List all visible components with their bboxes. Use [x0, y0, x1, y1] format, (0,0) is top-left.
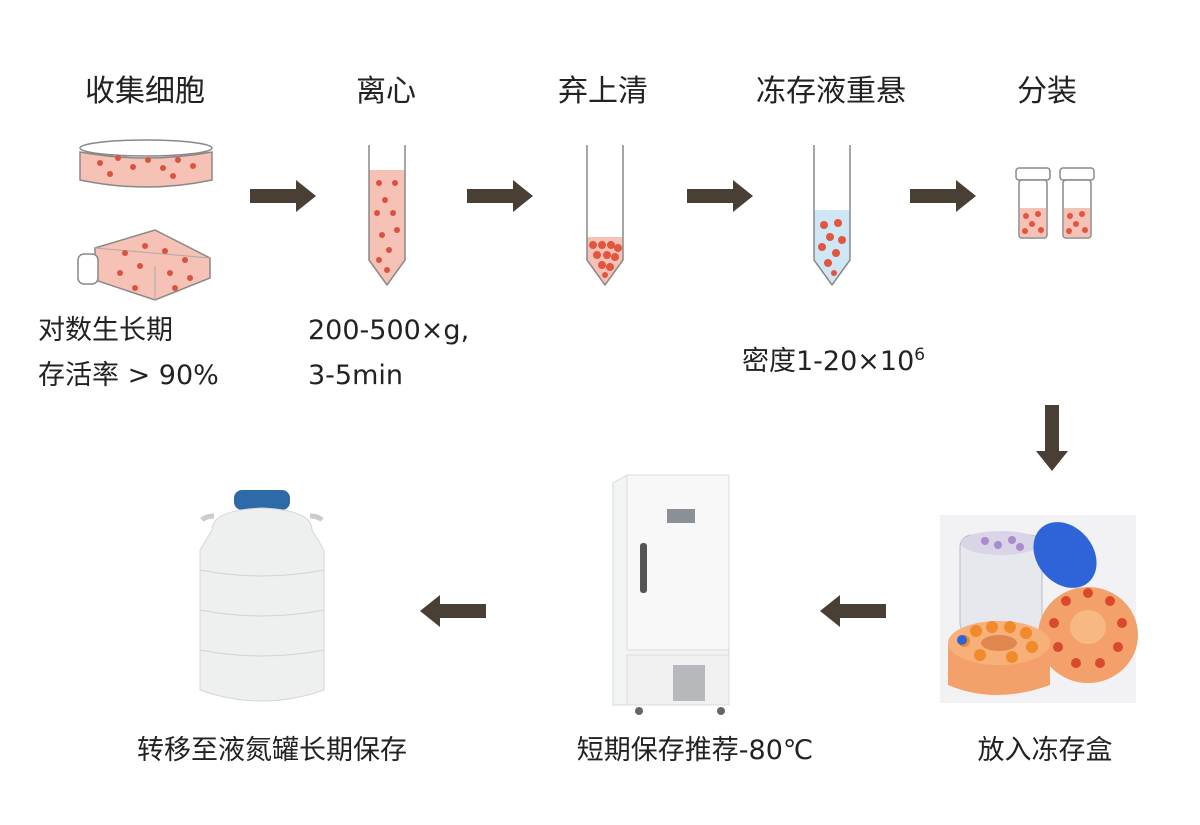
arrow-left-icon [820, 595, 886, 627]
density-exponent: 6 [914, 345, 926, 365]
liquid-nitrogen-dewar-image [199, 490, 325, 702]
freezer-label: 短期保存推荐-80℃ [576, 735, 814, 766]
arrow-left-icon [420, 595, 486, 627]
petri-dish-icon [79, 139, 213, 188]
resuspended-tube-icon [813, 145, 851, 287]
dewar-label: 转移至液氮罐长期保存 [137, 735, 407, 766]
arrow-down-icon [1036, 405, 1068, 471]
ultra-low-freezer-image [612, 474, 730, 715]
arrow-right-icon [687, 180, 753, 212]
arrow-right-icon [250, 180, 316, 212]
step-title-resuspend: 冻存液重悬 [756, 74, 906, 109]
arrow-right-icon [910, 180, 976, 212]
arrow-right-icon [467, 180, 533, 212]
step-title-centrifuge: 离心 [356, 74, 416, 109]
cryo-box-image [940, 515, 1138, 703]
centrifuge-note-line1: 200-500×g, [308, 315, 470, 346]
centrifuge-tube-icon [368, 145, 406, 287]
centrifuge-note: 200-500×g, 3-5min [308, 308, 469, 398]
step-title-discard: 弃上清 [558, 74, 648, 109]
cryovials-icon [1015, 167, 1095, 239]
collect-note-line2: 存活率 > 90% [38, 360, 219, 391]
collect-note-line1: 对数生长期 [38, 315, 173, 346]
step-title-collect: 收集细胞 [85, 74, 205, 109]
centrifuge-note-line2: 3-5min [308, 360, 404, 391]
density-note: 密度1-20×106 [742, 333, 925, 384]
culture-flask-icon [77, 229, 211, 301]
pellet-tube-icon [586, 145, 624, 287]
collect-note: 对数生长期 存活率 > 90% [38, 308, 219, 398]
density-text: 密度1-20×10 [742, 346, 915, 377]
box-label: 放入冻存盒 [977, 735, 1113, 766]
step-title-aliquot: 分装 [1017, 74, 1077, 109]
